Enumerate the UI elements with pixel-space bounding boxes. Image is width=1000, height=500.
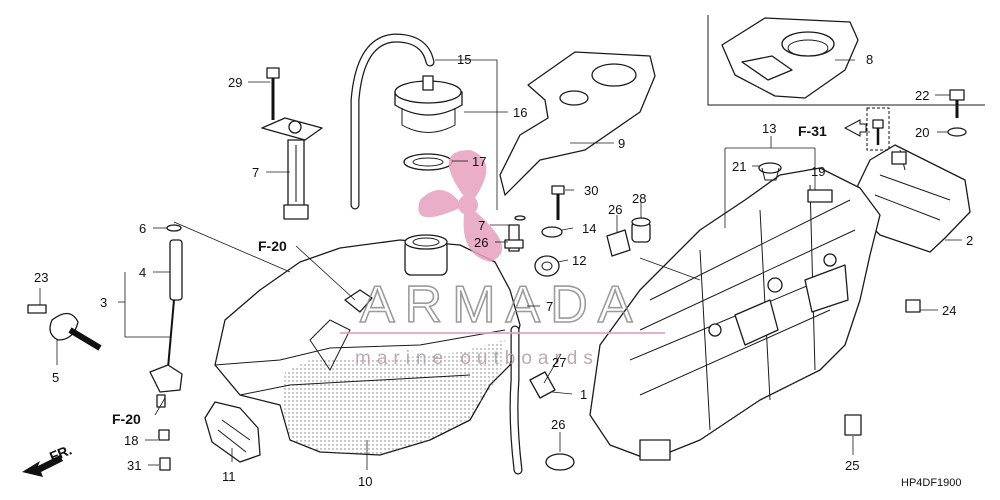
ref-f20-top: F-20 [258,238,287,254]
callout-14: 13 [762,121,776,136]
callout-5: 5 [52,370,59,385]
reference-box [866,107,890,151]
small-fasteners [504,89,967,475]
callout-29: 27 [552,355,566,370]
watermark: ARMADA marine outboards [340,150,665,369]
callout-18: 17 [472,154,486,169]
callout-26-left: 26 [608,202,622,217]
leader-lines [39,59,962,470]
inset-frame [707,15,985,106]
callout-11: 10 [358,474,372,489]
callout-27: 26 [551,417,565,432]
callout-3: 3 [100,295,107,310]
watermark-propeller-logo [418,150,503,262]
fuel-tank [214,234,521,456]
front-label: FR. [47,441,74,464]
watermark-brand: ARMADA [360,276,642,334]
callout-15: 14 [582,221,596,236]
fuel-gauge [261,117,323,220]
fuel-valve-assembly [27,224,183,471]
fuel-tank-cover-inset [721,17,859,99]
callout-10: 9 [618,136,625,151]
callout-24: 23 [34,270,48,285]
cap-gasket [403,153,453,171]
callout-31: 29 [228,75,242,90]
bolt-31 [266,67,280,120]
callout-25: 24 [942,303,956,318]
callout-26-right: 25 [845,458,859,473]
callout-32: 30 [584,183,598,198]
callout-23: 22 [915,88,929,103]
callout-7-upper: 7 [478,218,485,233]
fuel-cap [394,75,463,133]
ref-f31: F-31 [798,123,827,139]
bracket [854,144,971,253]
callout-17: 16 [513,105,527,120]
callout-2: 2 [966,233,973,248]
watermark-tagline: marine outboards [355,348,599,369]
callout-30: 28 [632,191,646,206]
callout-21: 20 [915,125,929,140]
callout-13: 12 [572,253,586,268]
callout-20: 19 [811,164,825,179]
callout-12: 11 [222,469,236,484]
callout-6: 6 [139,221,146,236]
reference-labels: F-31 F-20 F-20 FR. [22,119,867,477]
drawing-code: HP4DF1900 [901,477,962,489]
callout-16: 15 [457,52,471,67]
callout-1: 1 [580,387,587,402]
callout-4: 4 [139,265,146,280]
callout-labels: 15 16 17 9 8 29 7 6 4 3 23 5 18 31 11 10… [34,52,973,489]
callout-8: 7 [252,165,259,180]
callout-33: 31 [127,458,141,473]
frame-mount [589,167,881,461]
clip-bracket [204,401,261,463]
front-arrow-icon [22,455,63,477]
callout-19: 18 [124,433,138,448]
callout-7-lower: 7 [546,299,553,314]
tank-cover [499,51,656,196]
ref-f31-arrow-icon [843,119,867,137]
callout-22: 21 [732,159,746,174]
callout-28: 26 [474,235,488,250]
ref-f20-left: F-20 [112,411,141,427]
callout-9: 8 [866,52,873,67]
